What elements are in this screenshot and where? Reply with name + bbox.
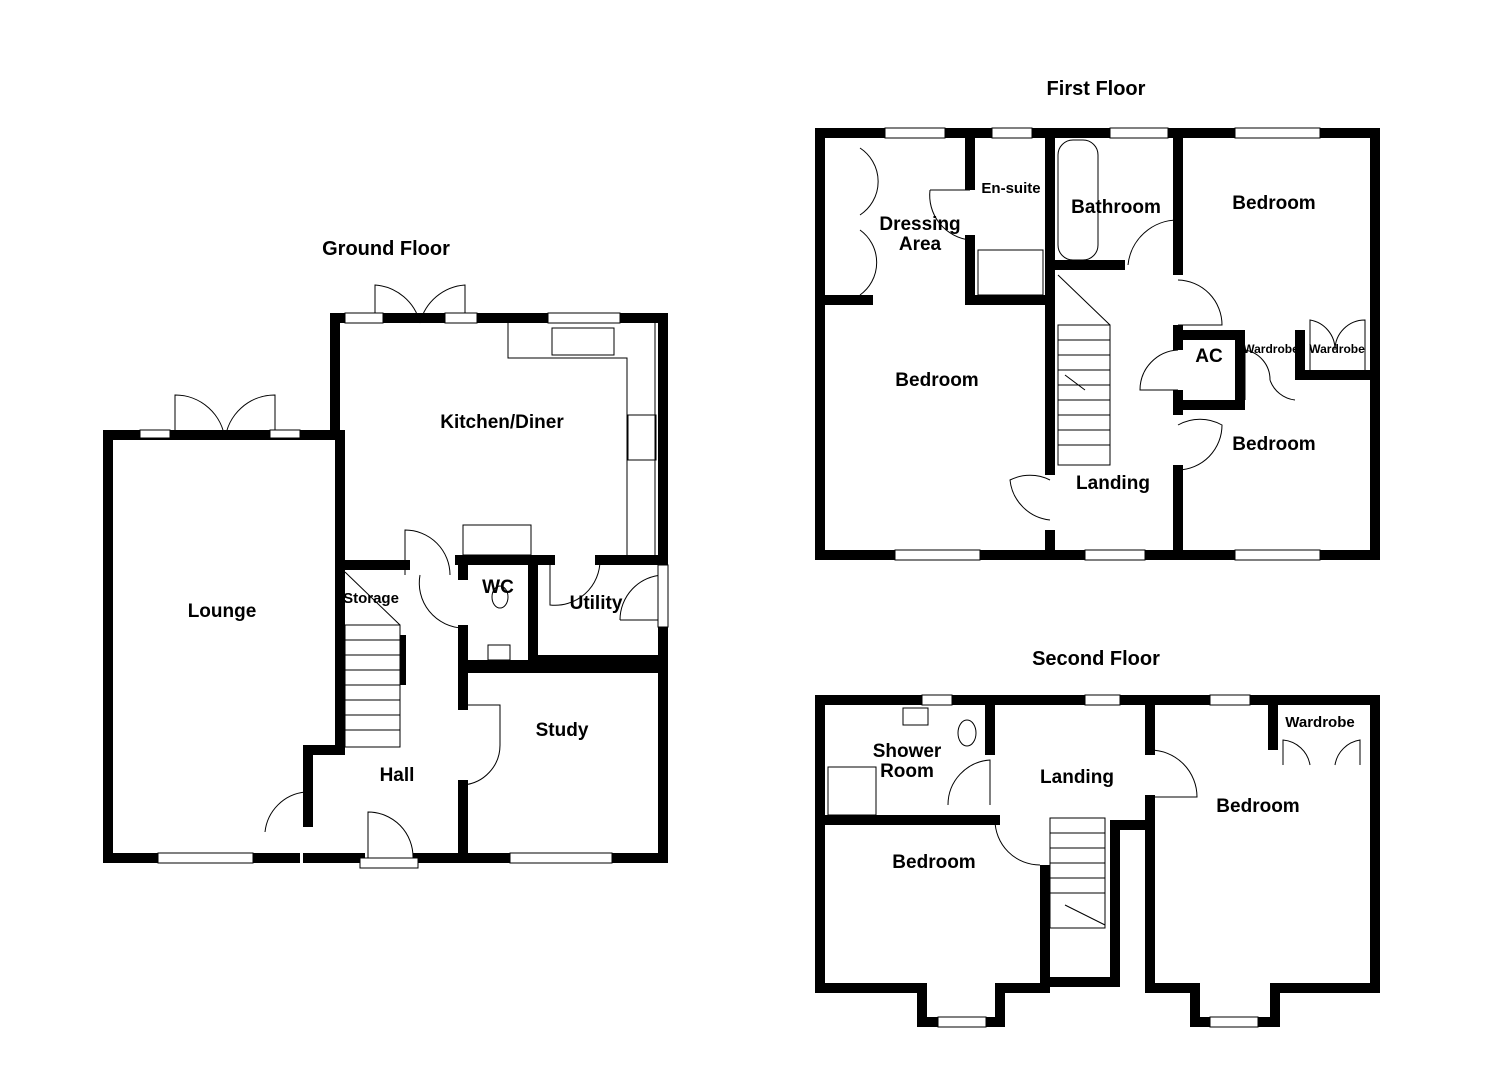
room-label-ensuite: En-suite	[981, 180, 1040, 197]
wc-toilet	[491, 585, 509, 609]
room-label-bedroom-se: Bedroom	[1232, 434, 1315, 455]
first-staircase	[1057, 274, 1111, 466]
ground-floor-plan: Ground Floor	[103, 238, 669, 869]
study-wall	[458, 663, 668, 863]
room-label-landing-2: Landing	[1040, 767, 1114, 788]
kitchen-island	[462, 524, 532, 556]
room-label-hall: Hall	[380, 765, 415, 786]
room-label-study: Study	[536, 720, 589, 741]
kitchen-sink	[551, 327, 615, 356]
hob	[627, 414, 657, 461]
room-label-shower-line2: Room	[880, 761, 934, 782]
first-doors	[859, 147, 1366, 521]
room-label-wardrobe-1: Wardrobe	[1243, 342, 1299, 356]
shower-tray	[977, 249, 1044, 296]
wc-basin	[487, 644, 511, 661]
room-label-dressing-line2: Area	[899, 234, 942, 255]
first-windows	[884, 127, 1321, 561]
second-floor-plan: Second Floor Shower Room Landing Wardrob…	[815, 648, 1380, 1028]
second-shower-tray	[827, 766, 877, 816]
room-label-shower-line1: Shower	[873, 741, 942, 762]
room-label-bathroom: Bathroom	[1071, 197, 1161, 218]
room-label-bedroom-right: Bedroom	[1216, 796, 1299, 817]
second-outer-wall	[815, 695, 1380, 1027]
room-label-bedroom-left: Bedroom	[892, 852, 975, 873]
second-internal-walls	[815, 695, 1278, 987]
first-floor-title: First Floor	[1047, 78, 1146, 100]
first-outer-wall	[815, 128, 1380, 560]
room-label-kitchen: Kitchen/Diner	[440, 412, 564, 433]
second-windows	[921, 694, 1259, 1028]
room-label-storage: Storage	[343, 590, 399, 607]
kitchen-worktop	[507, 323, 656, 555]
room-label-dressing-line1: Dressing	[879, 214, 960, 235]
room-label-wardrobe-2f: Wardrobe	[1285, 714, 1354, 731]
second-basin	[902, 707, 929, 726]
ground-floor-title: Ground Floor	[322, 238, 450, 260]
room-label-wc: WC	[482, 577, 514, 598]
first-floor-plan: First Floor	[815, 78, 1380, 561]
room-label-wardrobe-2: Wardrobe	[1309, 342, 1365, 356]
ground-windows	[139, 312, 669, 869]
room-label-landing: Landing	[1076, 473, 1150, 494]
kitchen-partition-wall	[335, 555, 668, 575]
room-label-ac: AC	[1195, 346, 1223, 367]
second-doors	[947, 739, 1361, 866]
ground-staircase	[344, 571, 406, 748]
room-label-bedroom-ne: Bedroom	[1232, 193, 1315, 214]
second-toilet	[957, 719, 977, 747]
lounge-partition-wall	[303, 430, 345, 827]
room-label-lounge: Lounge	[188, 601, 257, 622]
room-label-bedroom-main: Bedroom	[895, 370, 978, 391]
second-staircase	[1049, 817, 1106, 929]
room-label-utility: Utility	[570, 593, 623, 614]
first-internal-walls	[815, 128, 1380, 560]
ground-doors	[174, 284, 664, 859]
second-floor-title: Second Floor	[1032, 648, 1160, 670]
bath	[1057, 139, 1099, 261]
